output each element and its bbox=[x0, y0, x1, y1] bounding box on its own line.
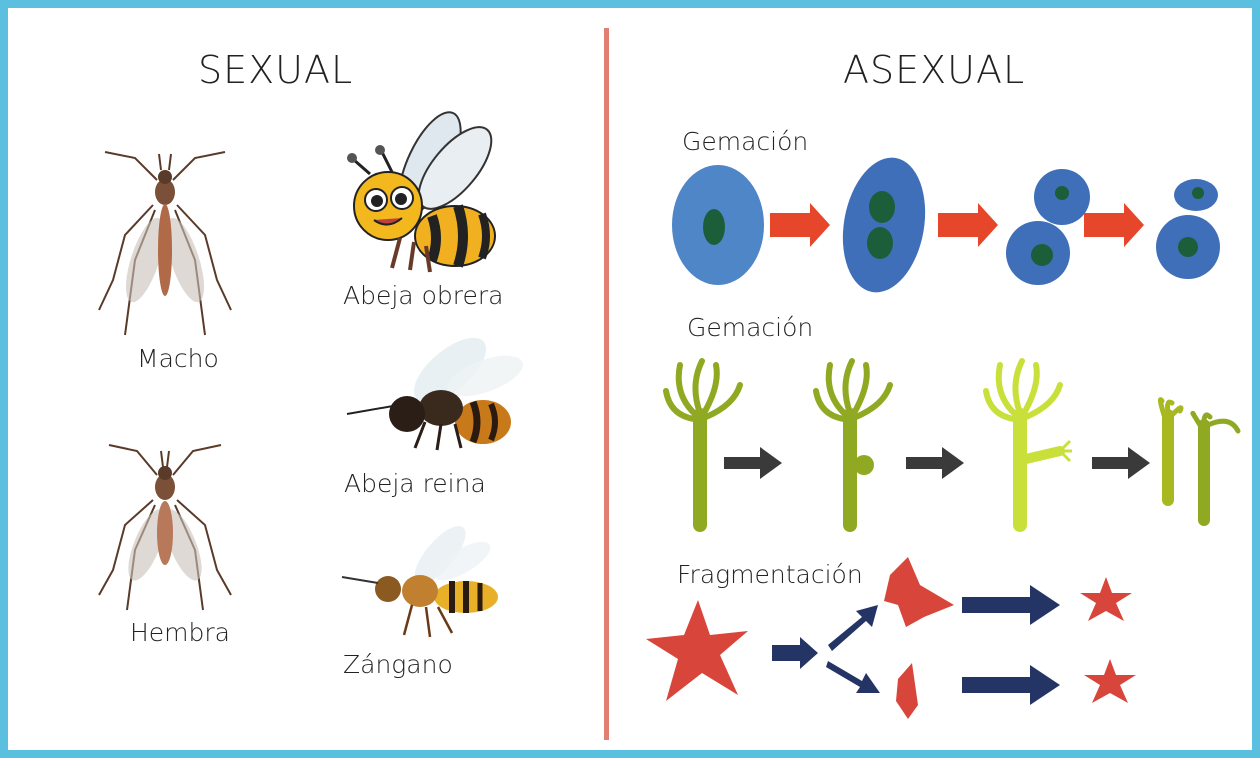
male-mosquito-label: Macho bbox=[137, 344, 219, 373]
arrow-right-icon bbox=[906, 447, 964, 479]
arrow-right-icon bbox=[962, 585, 1060, 625]
budding-yeast-label: Gemación bbox=[682, 127, 808, 156]
arrow-right-icon bbox=[938, 203, 998, 247]
starfish-fragment-2 bbox=[896, 663, 918, 719]
budding-hydra-label: Gemación bbox=[687, 313, 813, 342]
sexual-title: SEXUAL bbox=[198, 48, 353, 92]
queen-bee-label: Abeja reina bbox=[344, 469, 486, 498]
starfish-whole bbox=[646, 600, 748, 701]
arrow-down-right-icon bbox=[826, 661, 880, 693]
center-divider bbox=[604, 28, 609, 740]
queen-bee-icon bbox=[345, 330, 520, 450]
hydra-budding-illustration bbox=[660, 355, 1245, 530]
hydra-2 bbox=[816, 361, 890, 525]
female-mosquito-label: Hembra bbox=[130, 618, 230, 647]
drone-bee-icon bbox=[340, 525, 500, 645]
starfish-fragment-1 bbox=[884, 557, 954, 627]
arrow-right-icon bbox=[1092, 447, 1150, 479]
arrow-right-icon bbox=[962, 665, 1060, 705]
arrow-right-icon bbox=[724, 447, 782, 479]
arrow-right-icon bbox=[1084, 203, 1144, 247]
arrow-right-icon bbox=[772, 637, 818, 669]
yeast-budding-illustration bbox=[670, 155, 1230, 300]
drone-bee-label: Zángano bbox=[343, 650, 453, 679]
hydra-1 bbox=[666, 361, 740, 525]
male-mosquito-icon bbox=[95, 150, 235, 340]
arrow-right-icon bbox=[770, 203, 830, 247]
yeast-cell-2 bbox=[833, 151, 935, 299]
hydra-4 bbox=[1160, 400, 1238, 520]
worker-bee-label: Abeja obrera bbox=[343, 281, 503, 310]
starfish-regenerated-2 bbox=[1084, 659, 1136, 703]
worker-bee-icon bbox=[340, 108, 510, 278]
starfish-fragmentation-illustration bbox=[640, 555, 1160, 725]
starfish-regenerated-1 bbox=[1080, 577, 1132, 621]
hydra-3 bbox=[986, 361, 1072, 525]
female-mosquito-icon bbox=[95, 445, 235, 615]
asexual-title: ASEXUAL bbox=[843, 48, 1025, 92]
arrow-up-right-icon bbox=[828, 605, 878, 651]
